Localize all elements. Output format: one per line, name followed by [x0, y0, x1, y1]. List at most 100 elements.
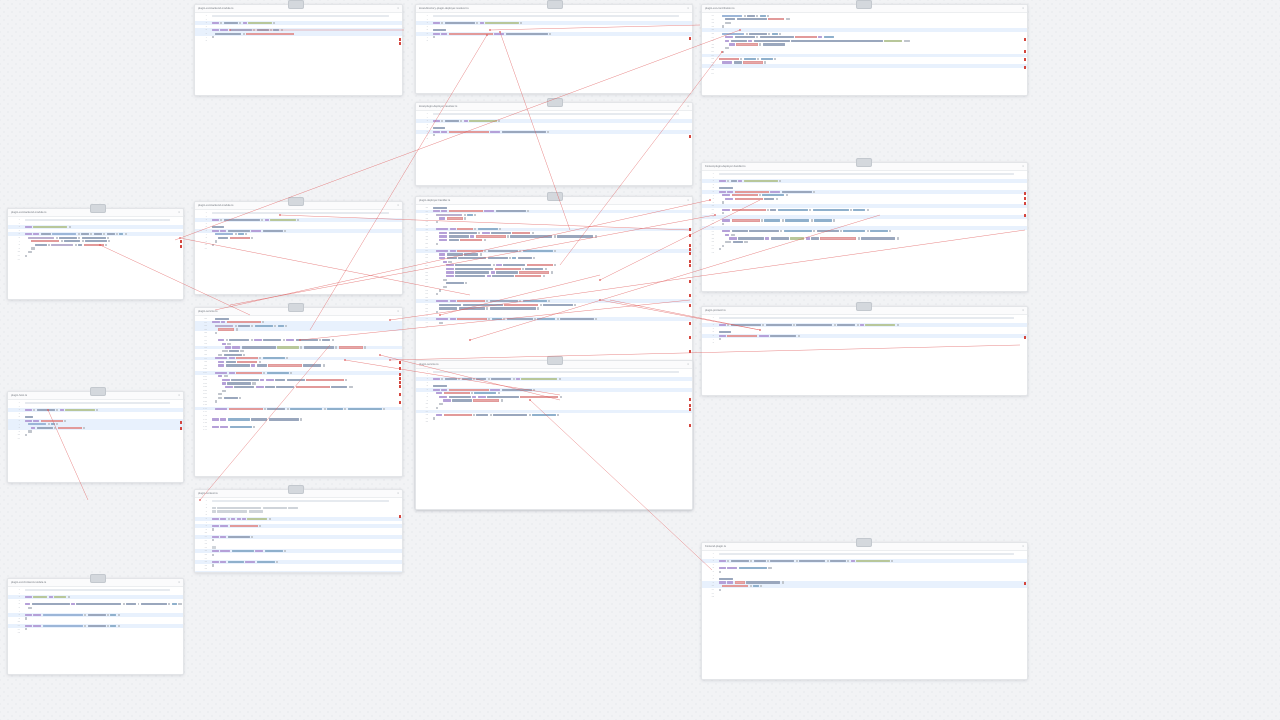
error-marker[interactable]: [689, 322, 691, 325]
panel-collapse-badge[interactable]: [90, 204, 106, 213]
breadcrumb[interactable]: [719, 317, 1014, 319]
code-line[interactable]: 11: [8, 437, 183, 441]
code-line[interactable]: 4: [8, 412, 183, 416]
error-marker-gutter[interactable]: [688, 12, 692, 93]
error-marker-gutter[interactable]: [398, 497, 402, 572]
code-line[interactable]: 2: [195, 503, 402, 507]
close-icon[interactable]: ×: [178, 580, 180, 584]
code-panel[interactable]: local-directory-plugin-deployer-resolver…: [415, 4, 693, 94]
panel-header[interactable]: plugin-ext-backend-module.ts×: [195, 5, 402, 13]
error-marker[interactable]: [1024, 582, 1026, 585]
code-line[interactable]: 11: [8, 254, 183, 258]
close-icon[interactable]: ×: [397, 309, 399, 313]
error-marker[interactable]: [399, 377, 401, 380]
code-line[interactable]: 21: [195, 570, 402, 572]
panel-collapse-badge[interactable]: [288, 197, 304, 206]
error-marker-gutter[interactable]: [1023, 12, 1027, 95]
code-line[interactable]: 11: [195, 534, 402, 539]
code-line[interactable]: 93: [195, 342, 402, 346]
code-line[interactable]: 15: [195, 549, 402, 553]
panel-collapse-badge[interactable]: [856, 538, 872, 547]
code-line[interactable]: 1: [195, 14, 402, 18]
close-icon[interactable]: ×: [397, 203, 399, 207]
breadcrumb[interactable]: [25, 589, 170, 591]
code-line[interactable]: 8: [416, 39, 692, 43]
code-line[interactable]: 10: [702, 584, 1027, 588]
error-marker[interactable]: [399, 361, 401, 364]
error-marker[interactable]: [689, 398, 691, 401]
code-line[interactable]: 4: [8, 229, 183, 233]
close-icon[interactable]: ×: [178, 393, 180, 397]
code-line[interactable]: 10: [416, 402, 692, 406]
code-line[interactable]: 1: [702, 552, 1027, 556]
code-line[interactable]: 1: [195, 499, 402, 503]
panel-collapse-badge[interactable]: [856, 158, 872, 167]
close-icon[interactable]: ×: [1022, 308, 1024, 312]
panel-collapse-badge[interactable]: [288, 0, 304, 9]
breadcrumb[interactable]: [25, 219, 170, 221]
code-line[interactable]: 10: [8, 433, 183, 437]
close-icon[interactable]: ×: [178, 210, 180, 214]
panel-header[interactable]: plugin-ext-frontend-module.ts×: [8, 579, 183, 587]
error-marker[interactable]: [689, 408, 691, 411]
error-marker[interactable]: [1024, 197, 1026, 200]
breadcrumb[interactable]: [212, 212, 389, 214]
error-marker-gutter[interactable]: [398, 12, 402, 95]
code-line[interactable]: 6: [702, 570, 1027, 574]
error-marker[interactable]: [180, 427, 182, 430]
panel-header[interactable]: plugin-ext-contribution.ts×: [702, 5, 1027, 13]
error-marker[interactable]: [689, 280, 691, 283]
breadcrumb[interactable]: [212, 500, 389, 502]
code-line[interactable]: 13: [8, 631, 183, 635]
code-line[interactable]: 13: [702, 595, 1027, 599]
error-marker-gutter[interactable]: [179, 399, 183, 482]
error-marker[interactable]: [180, 421, 182, 424]
code-line[interactable]: 3: [195, 21, 402, 25]
code-line[interactable]: 43: [702, 21, 1027, 25]
close-icon[interactable]: ×: [1022, 6, 1024, 10]
code-line[interactable]: 16: [195, 553, 402, 557]
code-line[interactable]: 12: [702, 592, 1027, 596]
error-marker[interactable]: [689, 264, 691, 267]
panel-collapse-badge[interactable]: [547, 192, 563, 201]
code-line[interactable]: 18: [195, 560, 402, 564]
error-marker[interactable]: [399, 381, 401, 384]
code-line[interactable]: 13: [195, 542, 402, 546]
panel-collapse-badge[interactable]: [288, 485, 304, 494]
panel-collapse-badge[interactable]: [547, 0, 563, 9]
code-line[interactable]: 4: [8, 599, 183, 603]
code-line[interactable]: 1: [416, 14, 692, 18]
code-line[interactable]: 88: [195, 324, 402, 328]
breadcrumb[interactable]: [433, 113, 679, 115]
error-marker[interactable]: [399, 401, 401, 404]
panel-collapse-badge[interactable]: [856, 0, 872, 9]
code-line[interactable]: 44: [702, 25, 1027, 29]
code-line[interactable]: 89: [195, 327, 402, 332]
error-marker[interactable]: [399, 38, 401, 41]
code-line[interactable]: 8: [195, 39, 402, 43]
code-line[interactable]: 12: [195, 539, 402, 543]
code-line[interactable]: 2: [8, 222, 183, 226]
code-line[interactable]: 3: [416, 21, 692, 25]
code-line[interactable]: 5: [8, 602, 183, 606]
error-marker[interactable]: [180, 240, 182, 243]
error-marker[interactable]: [180, 245, 182, 248]
breadcrumb[interactable]: [719, 553, 1014, 555]
code-line[interactable]: 9: [702, 580, 1027, 585]
code-line[interactable]: 10: [195, 531, 402, 535]
